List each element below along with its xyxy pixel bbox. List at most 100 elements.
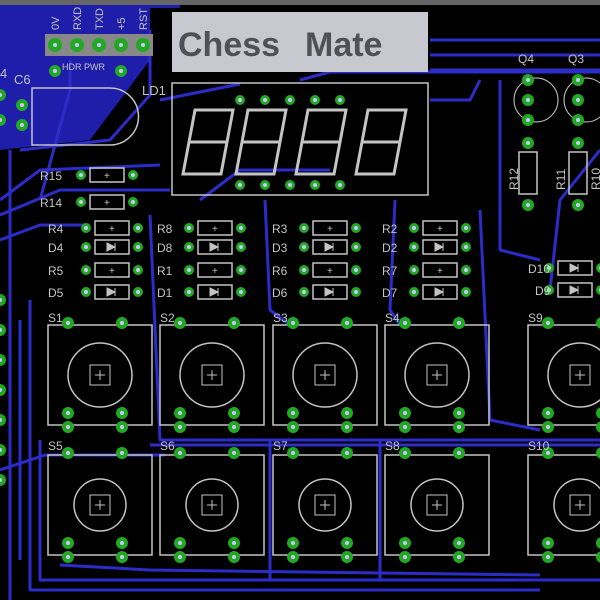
- pad-hole: [291, 321, 295, 325]
- trace: [478, 209, 541, 432]
- pad: [0, 414, 6, 426]
- plus-mark: +: [437, 224, 443, 235]
- switch-pad: [596, 407, 600, 419]
- switch-center: [569, 494, 591, 516]
- pad-hole: [84, 226, 88, 230]
- pad-hole: [120, 451, 124, 455]
- pad-hole: [354, 290, 358, 294]
- pad-hole: [576, 78, 580, 82]
- label-d10: D10: [528, 262, 550, 276]
- plus-mark: +: [109, 224, 115, 235]
- chessmate-logo: Chess Mate: [172, 12, 428, 72]
- pad-hole: [0, 388, 2, 392]
- component-r3: [312, 220, 348, 236]
- label-partial: 4: [0, 66, 7, 81]
- label-r14: R14: [40, 196, 62, 210]
- switch-center: [89, 364, 111, 386]
- component-d6: [312, 284, 348, 300]
- diode-symbol: [106, 242, 117, 252]
- pad-hole: [464, 290, 468, 294]
- diode-symbol: [569, 285, 580, 295]
- header-label: HDR PWR: [62, 62, 105, 72]
- diode-symbol: [434, 242, 445, 252]
- switch-cross: [320, 500, 330, 510]
- pad-hole: [546, 411, 550, 415]
- trace: [299, 70, 600, 82]
- pad-hole: [302, 290, 306, 294]
- pad-hole: [291, 555, 295, 559]
- pad-hole: [131, 200, 135, 204]
- switch-s7: [272, 454, 378, 556]
- pad-hole: [119, 43, 123, 47]
- pad-hole: [288, 98, 292, 102]
- label-ld1: LD1: [142, 83, 166, 98]
- pad-hole: [66, 555, 70, 559]
- pad-hole: [119, 69, 123, 73]
- pads-layer: [0, 38, 600, 563]
- switch-s4: [384, 324, 490, 426]
- label-r2: R2: [382, 222, 398, 236]
- switch-pad: [596, 537, 600, 549]
- trace: [38, 440, 600, 582]
- component-d3: [312, 239, 348, 255]
- label-r3: R3: [272, 222, 288, 236]
- trace: [38, 60, 72, 201]
- pad-hole: [302, 245, 306, 249]
- label-r7: R7: [382, 264, 398, 278]
- transistor-outline: [513, 77, 559, 123]
- trace: [388, 199, 402, 326]
- pad-hole: [302, 226, 306, 230]
- pad-hole: [412, 268, 416, 272]
- pad-hole: [136, 268, 140, 272]
- pad-hole: [263, 183, 267, 187]
- component-d1: [197, 284, 233, 300]
- pad-hole: [263, 98, 267, 102]
- pad-hole: [187, 290, 191, 294]
- trace: [28, 300, 540, 592]
- pad-hole: [345, 321, 349, 325]
- pad-hole: [547, 288, 551, 292]
- trace: [263, 199, 291, 327]
- label-c6: C6: [14, 72, 31, 87]
- switch-cross: [432, 500, 442, 510]
- pad-hole: [66, 321, 70, 325]
- component-r8: [197, 220, 233, 236]
- pad-hole: [66, 541, 70, 545]
- pad-hole: [239, 290, 243, 294]
- pad: [0, 384, 6, 396]
- pad-hole: [345, 541, 349, 545]
- label-r8: R8: [157, 222, 173, 236]
- pad-hole: [457, 321, 461, 325]
- pad-hole: [576, 203, 580, 207]
- pad-hole: [526, 98, 530, 102]
- diode-symbol: [209, 287, 220, 297]
- trace: [498, 80, 541, 262]
- pad-hole: [412, 245, 416, 249]
- pad-hole: [238, 98, 242, 102]
- switch-s2: [159, 324, 265, 426]
- component-d5: [94, 284, 130, 300]
- switch-pad: [596, 551, 600, 563]
- switch-cap: [73, 478, 127, 532]
- component-r7: [422, 262, 458, 278]
- pad: [596, 285, 600, 295]
- pad-hole: [232, 451, 236, 455]
- pad-hole: [20, 103, 24, 107]
- pad-hole: [141, 43, 145, 47]
- label-s4: S4: [385, 311, 400, 325]
- label-s10: S10: [528, 439, 550, 453]
- switch-s1: [47, 324, 153, 426]
- trace: [148, 214, 600, 442]
- diode-symbol: [434, 287, 445, 297]
- pad-hole: [136, 226, 140, 230]
- pad-hole: [546, 555, 550, 559]
- pad-hole: [576, 141, 580, 145]
- pad-hole: [79, 200, 83, 204]
- pad-hole: [526, 141, 530, 145]
- switch-s5: [47, 454, 153, 556]
- pad-hole: [291, 541, 295, 545]
- pad-hole: [97, 43, 101, 47]
- pad-hole: [239, 268, 243, 272]
- plus-mark: +: [327, 224, 333, 235]
